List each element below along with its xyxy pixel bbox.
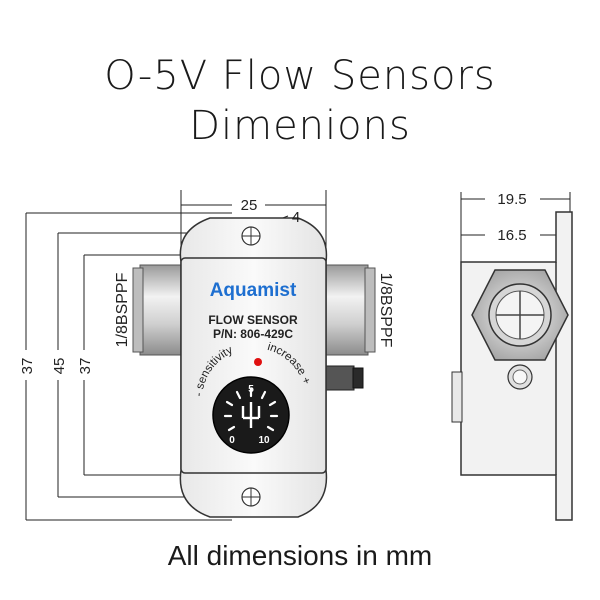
adjuster-knob	[323, 365, 355, 391]
left-port-label: 1/8BSPPF	[114, 272, 131, 347]
sensitivity-dial: 5 0 10	[212, 376, 290, 454]
part-number-label: P/N: 806-429C	[213, 327, 293, 341]
left-port	[139, 264, 186, 356]
brand-logo: Aquamist	[210, 280, 297, 301]
dim-side-depth-16-5: 16.5	[497, 227, 526, 244]
title-line-1: O-5V Flow Sensors	[104, 53, 496, 99]
dim-height-outer-37: 37	[19, 358, 36, 375]
dim-height-inner-37: 37	[77, 358, 94, 375]
right-port	[322, 264, 369, 356]
dim-hole-4: 4	[292, 209, 300, 226]
side-view-device	[451, 211, 573, 521]
front-view-device: Aquamist FLOW SENSOR P/N: 806-429C - sen…	[132, 217, 376, 518]
front-dimension-lines	[25, 190, 327, 521]
top-mount-hole	[241, 226, 261, 246]
indicator-led	[254, 358, 262, 366]
dim-side-depth-19-5: 19.5	[497, 191, 526, 208]
side-small-fitting	[507, 364, 533, 390]
footer-note: All dimensions in mm	[167, 540, 433, 571]
dial-label-left: 0	[229, 435, 235, 446]
dim-height-holes-45: 45	[51, 358, 68, 375]
model-label: FLOW SENSOR	[208, 313, 298, 327]
dial-label-right: 10	[258, 435, 270, 446]
dim-width-25: 25	[241, 197, 258, 214]
bottom-mount-hole	[241, 487, 261, 507]
title-line-2: Dimenions	[189, 103, 411, 149]
dial-label-top: 5	[248, 384, 254, 395]
right-port-label: 1/8BSPPF	[377, 273, 394, 348]
